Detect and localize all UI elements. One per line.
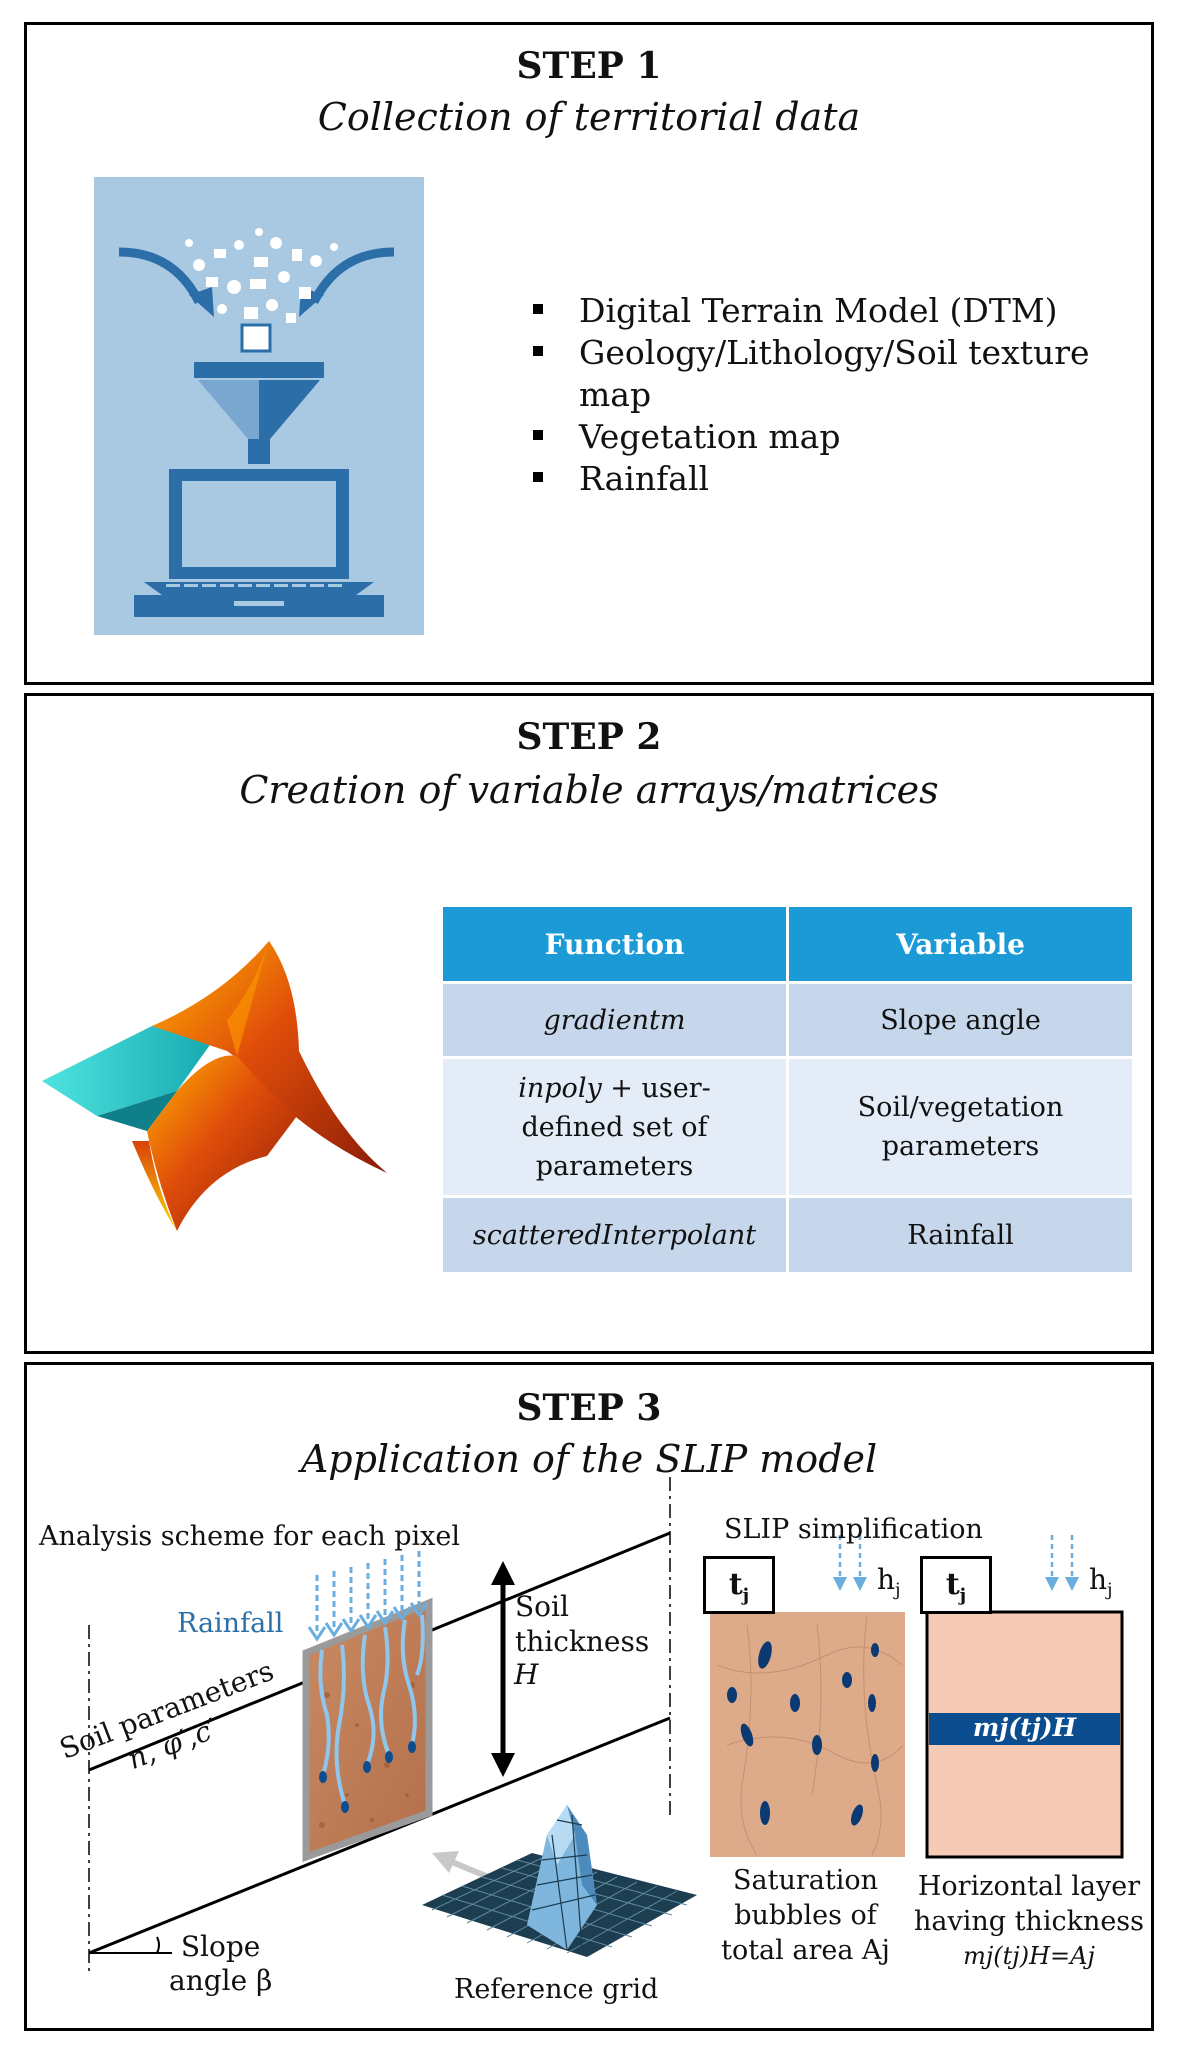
table-header-variable: Variable: [789, 907, 1132, 981]
table-header-function: Function: [443, 907, 786, 981]
soil-pixel-block: [302, 1597, 433, 1862]
slip-simplification-title: SLIP simplification: [724, 1514, 983, 1545]
step2-subtitle: Creation of variable arrays/matrices: [239, 768, 939, 812]
table-cell-variable: Rainfall: [789, 1198, 1132, 1272]
soil-thickness-symbol: H: [514, 1658, 539, 1691]
table-row: gradientm Slope angle: [443, 984, 1132, 1056]
rain-arrows-right-1: [838, 1535, 862, 1580]
step2-panel: STEP 2 Creation of variable arrays/matri…: [24, 693, 1154, 1354]
saturation-bubble: [727, 1641, 879, 1826]
step1-panel: STEP 1 Collection of territorial data: [24, 22, 1154, 685]
list-item: Vegetation map: [527, 416, 1151, 458]
table-cell-function: gradientm: [443, 984, 786, 1056]
step1-title: STEP 1: [516, 45, 662, 87]
list-item: Digital Terrain Model (DTM): [527, 290, 1151, 332]
saturation-caption: Saturation bubbles of total area Aj: [721, 1865, 890, 1966]
slip-schematic: [88, 1477, 1124, 1975]
time-step-box-1: tj: [703, 1556, 775, 1614]
table-row: scatteredInterpolant Rainfall: [443, 1198, 1132, 1272]
infiltration-label-2: hj: [1089, 1563, 1113, 1601]
rainfall-label: Rainfall: [177, 1608, 284, 1639]
table-cell-variable: Soil/vegetation parameters: [789, 1059, 1132, 1195]
step3-subtitle: Application of the SLIP model: [300, 1437, 878, 1481]
failure-surface-line: [88, 1716, 671, 1955]
table-row: inpoly + user-defined set of parameters …: [443, 1059, 1132, 1195]
reference-grid-label: Reference grid: [454, 1974, 659, 2005]
step3-title: STEP 3: [516, 1387, 662, 1429]
matlab-logo: [42, 941, 387, 1231]
table-cell-function: scatteredInterpolant: [443, 1198, 786, 1272]
slope-angle-arc: [156, 1936, 160, 1954]
slope-angle-label: Slope angle β: [169, 1930, 273, 1997]
analysis-scheme-title: Analysis scheme for each pixel: [39, 1521, 460, 1552]
data-icons-cloud-icon: [185, 228, 338, 323]
infiltration-label-1: hj: [877, 1563, 901, 1601]
table-cell-function: inpoly + user-defined set of parameters: [443, 1059, 786, 1195]
step3-panel: STEP 3 Application of the SLIP model: [24, 1362, 1154, 2031]
data-collection-illustration: [94, 177, 424, 635]
list-item: Rainfall: [527, 458, 1151, 500]
time-step-box-2: tj: [920, 1556, 992, 1614]
function-table: Function Variable gradientm Slope angle …: [440, 904, 1135, 1275]
horizontal-layer-caption: Horizontal layer having thickness mj(tj)…: [913, 1871, 1145, 1970]
rain-arrows-right-2: [1050, 1535, 1074, 1580]
data-list: Digital Terrain Model (DTM) Geology/Lith…: [527, 290, 1151, 500]
table-cell-variable: Slope angle: [789, 984, 1132, 1056]
step2-title: STEP 2: [516, 716, 662, 758]
rain-arrows: [315, 1551, 421, 1635]
step1-subtitle: Collection of territorial data: [317, 95, 861, 139]
saturated-layer-band: [929, 1713, 1120, 1745]
soil-thickness-label: Soil thickness: [515, 1590, 650, 1658]
saturated-layer-label: mj(tj)H: [972, 1713, 1077, 1742]
list-item: Geology/Lithology/Soil texture map: [527, 332, 1151, 416]
reference-grid-icon: [422, 1805, 697, 1957]
